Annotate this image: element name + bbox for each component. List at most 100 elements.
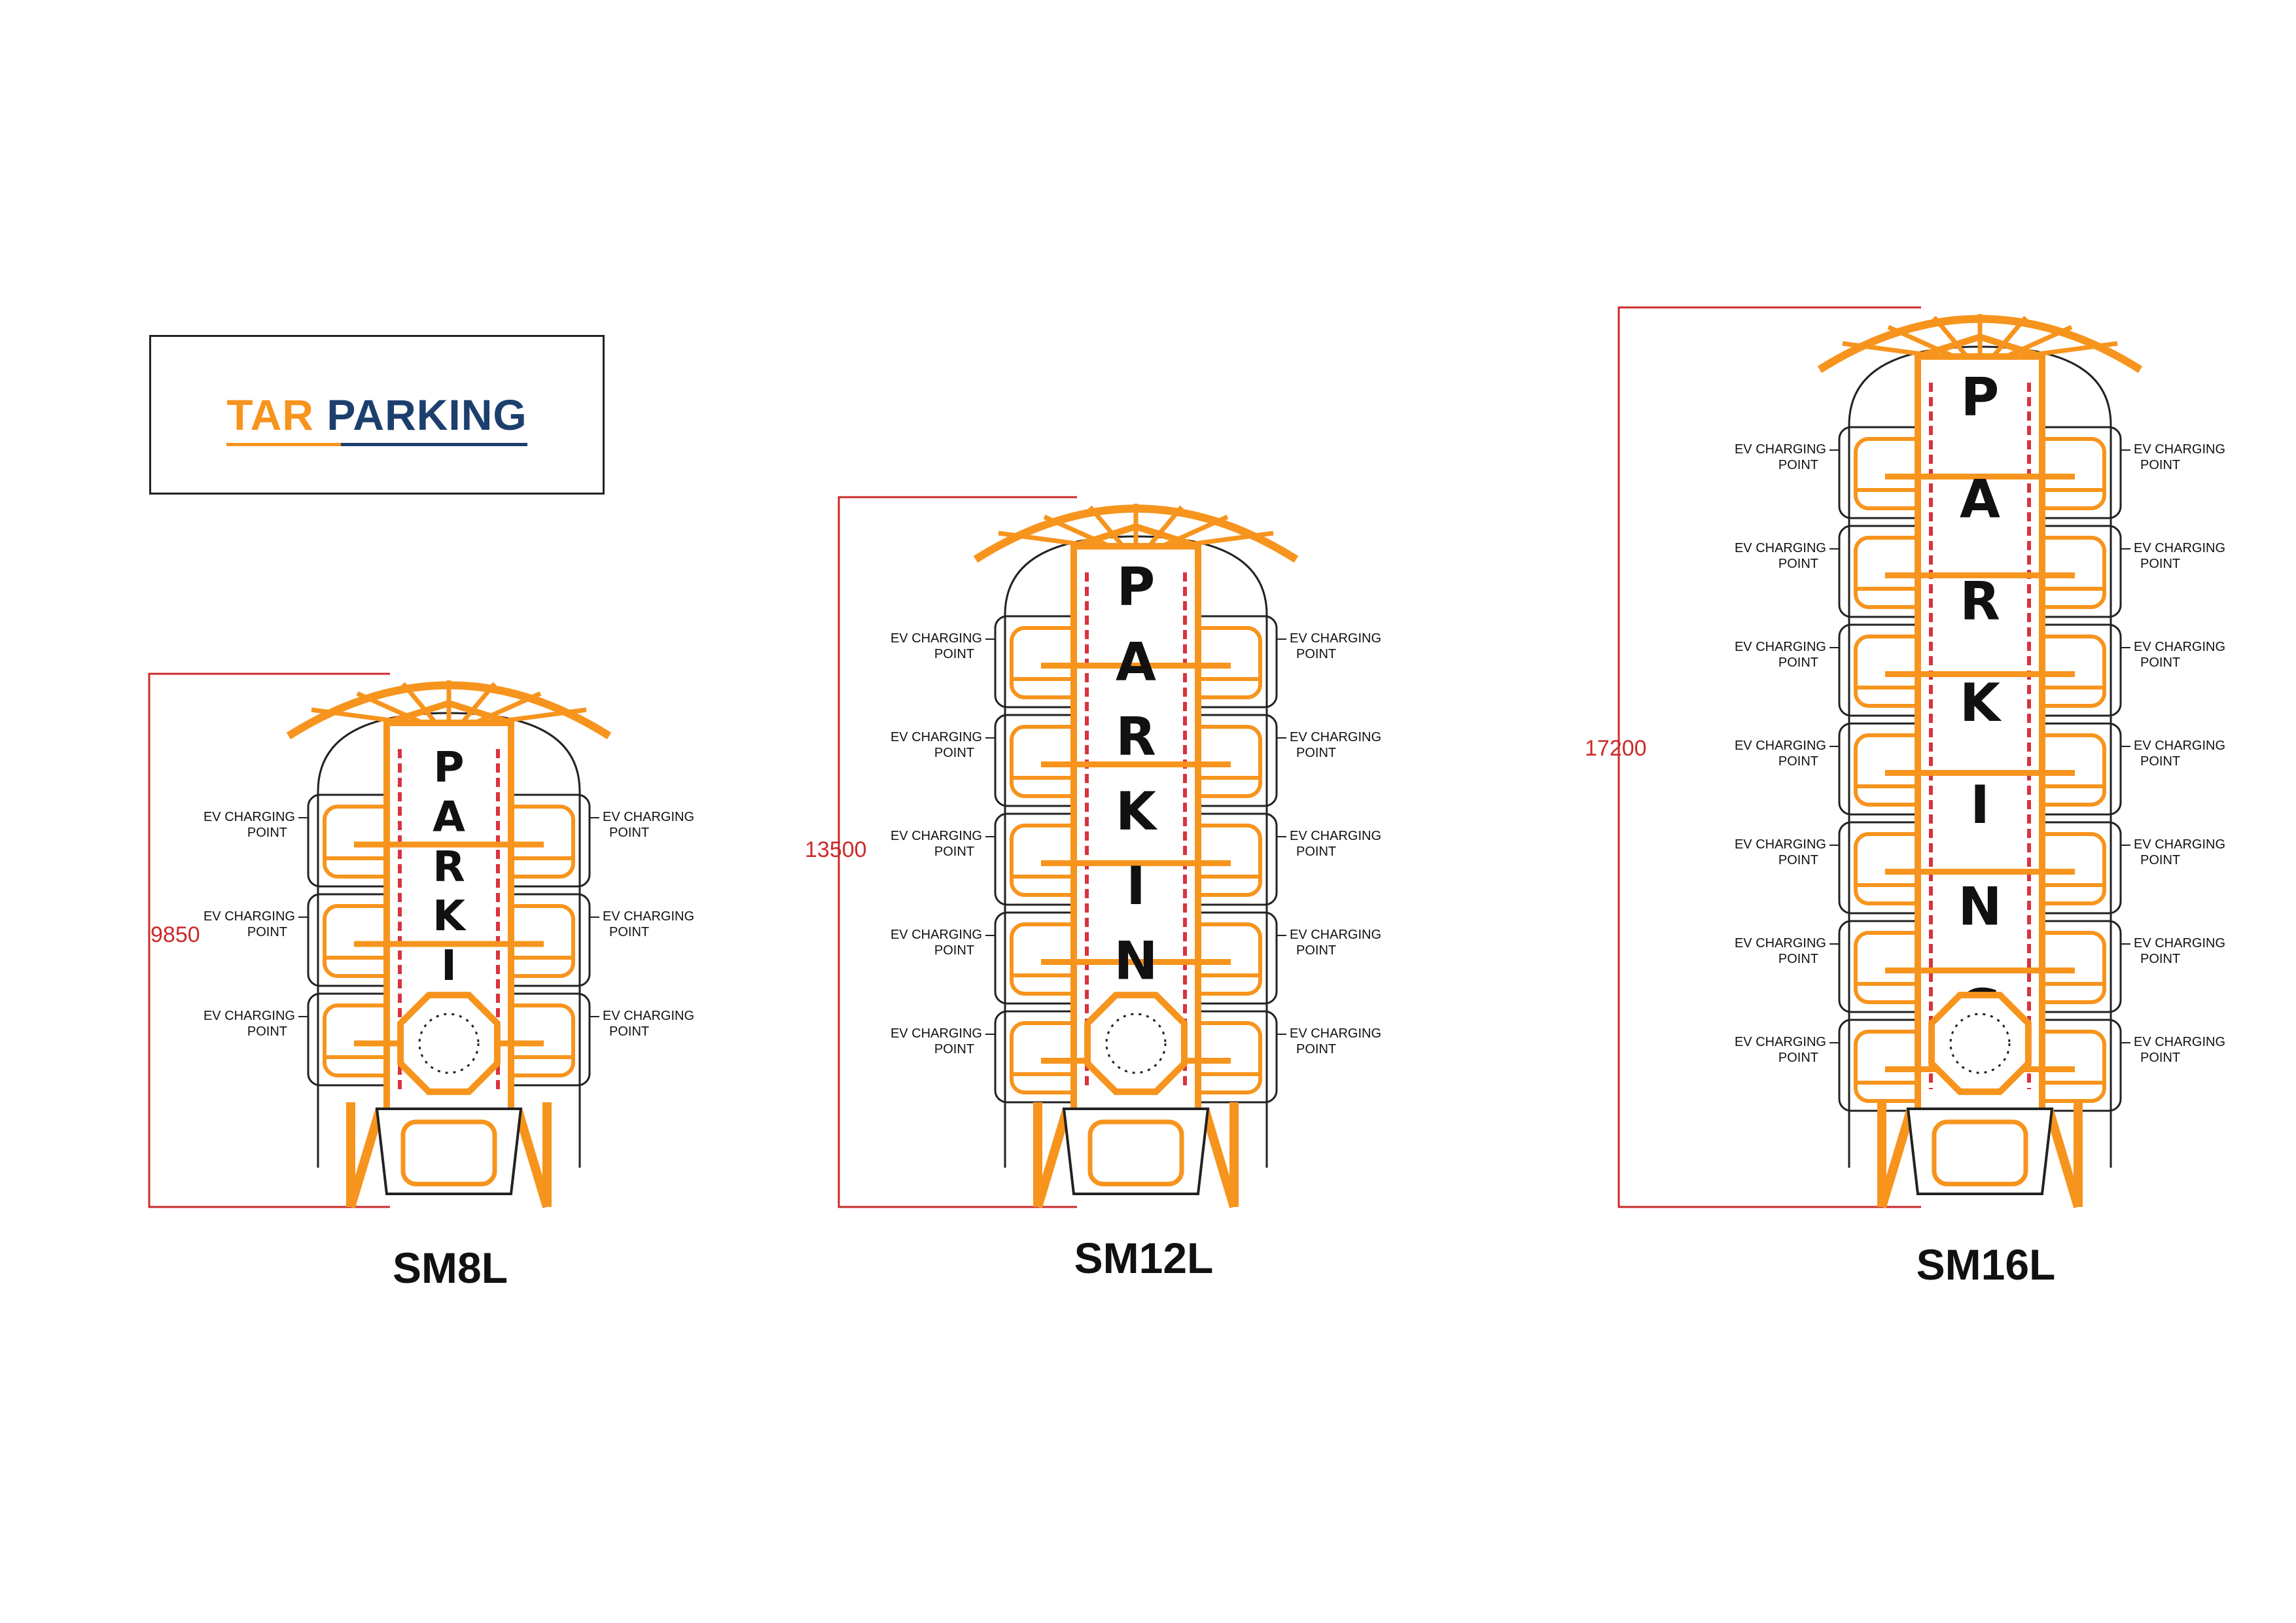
roof-rib — [1043, 514, 1111, 549]
model-label-sm8l: SM8L — [392, 1244, 508, 1292]
ev-charging-label-point: POINT — [1296, 943, 1336, 958]
roof-rib — [474, 691, 542, 725]
ev-charging-label-point: POINT — [934, 943, 974, 958]
ev-charging-label: EV CHARGING — [1735, 541, 1826, 555]
ev-charging-label-point: POINT — [1778, 952, 1818, 966]
tower-letter: P — [433, 743, 464, 792]
tower-letter: A — [1116, 631, 1156, 692]
roof-rib — [1147, 505, 1184, 548]
tower-letter: P — [1117, 557, 1156, 618]
ev-charging-label-point: POINT — [1778, 754, 1818, 769]
tower-letter: K — [433, 892, 467, 941]
ev-charging-label-point: POINT — [2140, 952, 2180, 966]
ev-charging-label: EV CHARGING — [1290, 1026, 1381, 1041]
height-dimension-line — [838, 496, 1077, 1208]
turntable-ring — [1949, 1013, 2011, 1074]
ev-charging-label-point: POINT — [2140, 458, 2180, 472]
tower-letter: A — [1960, 469, 2000, 530]
ev-charging-label-point: POINT — [934, 1042, 974, 1056]
roof-rib — [1991, 315, 2028, 358]
ev-charging-label: EV CHARGING — [1735, 640, 1826, 654]
tower-leg-left — [1877, 1107, 1916, 1209]
ev-charging-label: EV CHARGING — [2134, 1035, 2225, 1049]
roof-rib — [487, 707, 587, 725]
ev-charging-label: EV CHARGING — [1290, 730, 1381, 744]
logo-box: TAR PARKING — [149, 335, 605, 495]
roof-rib — [998, 531, 1097, 549]
ev-charging-label-point: POINT — [1296, 1042, 1336, 1056]
ground-car — [400, 1119, 497, 1187]
ev-charging-label: EV CHARGING — [1735, 739, 1826, 753]
ev-charging-label-point: POINT — [247, 925, 287, 939]
ev-charging-label-point: POINT — [1778, 557, 1818, 571]
ev-charging-label-point: POINT — [2140, 754, 2180, 769]
entry-bay — [1906, 1108, 2054, 1195]
ev-charging-label-point: POINT — [1778, 853, 1818, 867]
ev-charging-label: EV CHARGING — [203, 1009, 295, 1023]
tower-letter: R — [1960, 570, 2000, 631]
logo-parking: PARKING — [327, 391, 527, 439]
ev-charging-label-point: POINT — [247, 1024, 287, 1039]
ev-charging-label: EV CHARGING — [603, 909, 694, 924]
ev-charging-label: EV CHARGING — [203, 909, 295, 924]
tower-letter: I — [441, 941, 457, 990]
tower-letter: I — [1126, 856, 1146, 916]
ev-charging-label: EV CHARGING — [2134, 541, 2225, 555]
roof-rib — [356, 691, 424, 725]
tower-letter: P — [1961, 367, 2000, 428]
ev-charging-label: EV CHARGING — [2134, 936, 2225, 951]
roof-rib — [2005, 324, 2073, 359]
ev-charging-label: EV CHARGING — [2134, 739, 2225, 753]
tower-leg-left — [1033, 1107, 1072, 1209]
ev-charging-label: EV CHARGING — [891, 829, 982, 843]
roof-rib — [1161, 514, 1229, 549]
ground-car — [1087, 1119, 1184, 1187]
ev-charging-label-point: POINT — [1296, 845, 1336, 859]
height-dimension-value: 17200 — [1585, 736, 1647, 761]
ev-charging-label-point: POINT — [609, 1024, 649, 1039]
ev-charging-label-point: POINT — [1778, 458, 1818, 472]
logo: TAR PARKING — [226, 390, 527, 446]
tower-letter: N — [1958, 877, 2002, 937]
tower-letter: K — [1116, 781, 1158, 842]
tower-letter: I — [1970, 775, 1990, 835]
height-dimension-value: 13500 — [805, 837, 867, 862]
ev-charging-label: EV CHARGING — [203, 810, 295, 824]
tower-leg-left — [346, 1107, 385, 1209]
ev-charging-label-point: POINT — [1778, 655, 1818, 670]
ev-charging-label: EV CHARGING — [1735, 936, 1826, 951]
ev-charging-label: EV CHARGING — [1735, 1035, 1826, 1049]
model-label-sm16l: SM16L — [1916, 1240, 2056, 1289]
turntable-ring — [1105, 1013, 1167, 1074]
turntable-ring — [418, 1013, 480, 1074]
ev-charging-label-point: POINT — [2140, 557, 2180, 571]
tower-leg-right — [2044, 1107, 2083, 1209]
roof-rib — [2019, 341, 2118, 359]
ev-charging-label-point: POINT — [2140, 655, 2180, 670]
roof-rib — [1842, 341, 1941, 359]
ev-charging-label: EV CHARGING — [891, 928, 982, 942]
logo-tar: TAR — [226, 391, 314, 439]
tower-leg-right — [513, 1107, 552, 1209]
height-dimension-value: 9850 — [150, 922, 200, 947]
ev-charging-label-point: POINT — [2140, 853, 2180, 867]
ground-car — [1932, 1119, 2028, 1187]
roof-rib — [1887, 324, 1955, 359]
ev-charging-label-point: POINT — [2140, 1051, 2180, 1065]
entry-bay — [375, 1108, 523, 1195]
roof-rib — [311, 707, 410, 725]
ev-charging-label: EV CHARGING — [1290, 928, 1381, 942]
ev-charging-label: EV CHARGING — [2134, 640, 2225, 654]
ev-charging-label: EV CHARGING — [2134, 837, 2225, 852]
ev-charging-label: EV CHARGING — [891, 730, 982, 744]
ev-charging-label: EV CHARGING — [1290, 829, 1381, 843]
tower-letter: K — [1960, 672, 2002, 733]
model-label-sm12l: SM12L — [1074, 1234, 1214, 1282]
entry-bay — [1062, 1108, 1210, 1195]
tower-letter: N — [1114, 930, 1158, 991]
roof-rib — [1932, 315, 1969, 358]
ev-charging-label-point: POINT — [934, 647, 974, 661]
